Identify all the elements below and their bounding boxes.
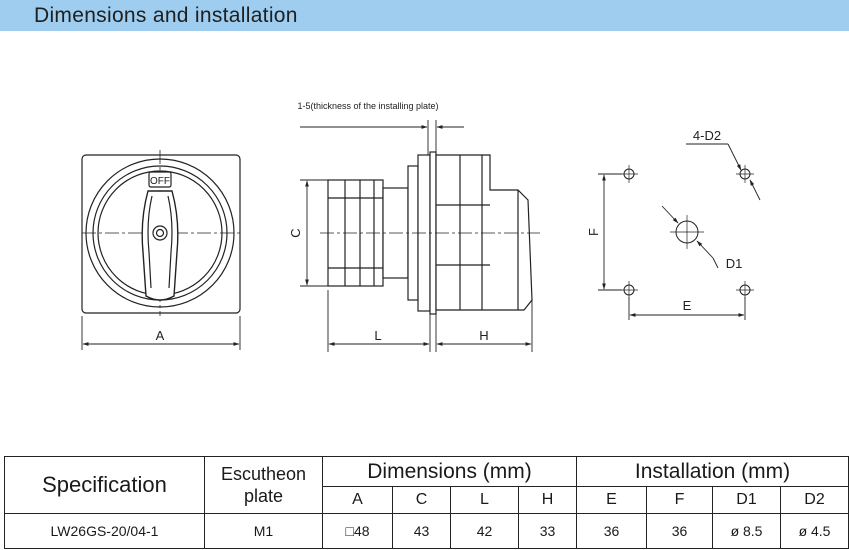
cell-h: 33 [517, 513, 578, 549]
col-header-a: A [322, 486, 393, 514]
dim-label-d2: 4-D2 [693, 128, 721, 143]
col-header-c: C [392, 486, 451, 514]
table-row: LW26GS-20/04-1 M1 □48 43 42 33 36 36 ø 8… [4, 513, 849, 549]
col-header-h: H [517, 486, 578, 514]
cell-c: 43 [392, 513, 451, 549]
side-view [320, 151, 540, 315]
col-header-f: F [646, 486, 714, 514]
dim-label-f: F [586, 228, 601, 236]
col-header-d1: D1 [712, 486, 782, 514]
dim-label-a: A [156, 328, 165, 343]
section-title: Dimensions and installation [34, 4, 298, 27]
cell-e: 36 [576, 513, 648, 549]
col-header-e: E [576, 486, 648, 514]
dim-label-d1: D1 [726, 256, 743, 271]
mounting-hole-pattern [620, 165, 754, 299]
spec-table: Specification Escutheon plate Dimensions… [4, 456, 849, 549]
plate-thickness-note: 1-5(thickness of the installing plate) [297, 101, 438, 111]
col-header-d2: D2 [780, 486, 849, 514]
dim-label-e: E [683, 298, 692, 313]
col-header-l: L [450, 486, 519, 514]
dimension-drawing: OFF A C [81, 101, 761, 352]
dim-label-l: L [374, 328, 381, 343]
cell-f: 36 [646, 513, 714, 549]
col-group-dimensions: Dimensions (mm) [321, 456, 578, 487]
col-header-escutcheon: Escutheon plate [204, 456, 323, 514]
cell-l: 42 [450, 513, 519, 549]
cell-d1: ø 8.5 [712, 513, 782, 549]
off-label: OFF [150, 176, 170, 187]
front-view [81, 150, 241, 316]
col-group-installation: Installation (mm) [576, 456, 849, 487]
cell-plate: M1 [204, 513, 323, 549]
dim-label-c: C [288, 228, 303, 237]
cell-d2: ø 4.5 [780, 513, 849, 549]
section-title-banner: Dimensions and installation [0, 0, 849, 31]
cell-spec: LW26GS-20/04-1 [4, 513, 205, 549]
col-header-specification: Specification [4, 456, 205, 514]
cell-a: □48 [322, 513, 393, 549]
dim-label-h: H [479, 328, 488, 343]
